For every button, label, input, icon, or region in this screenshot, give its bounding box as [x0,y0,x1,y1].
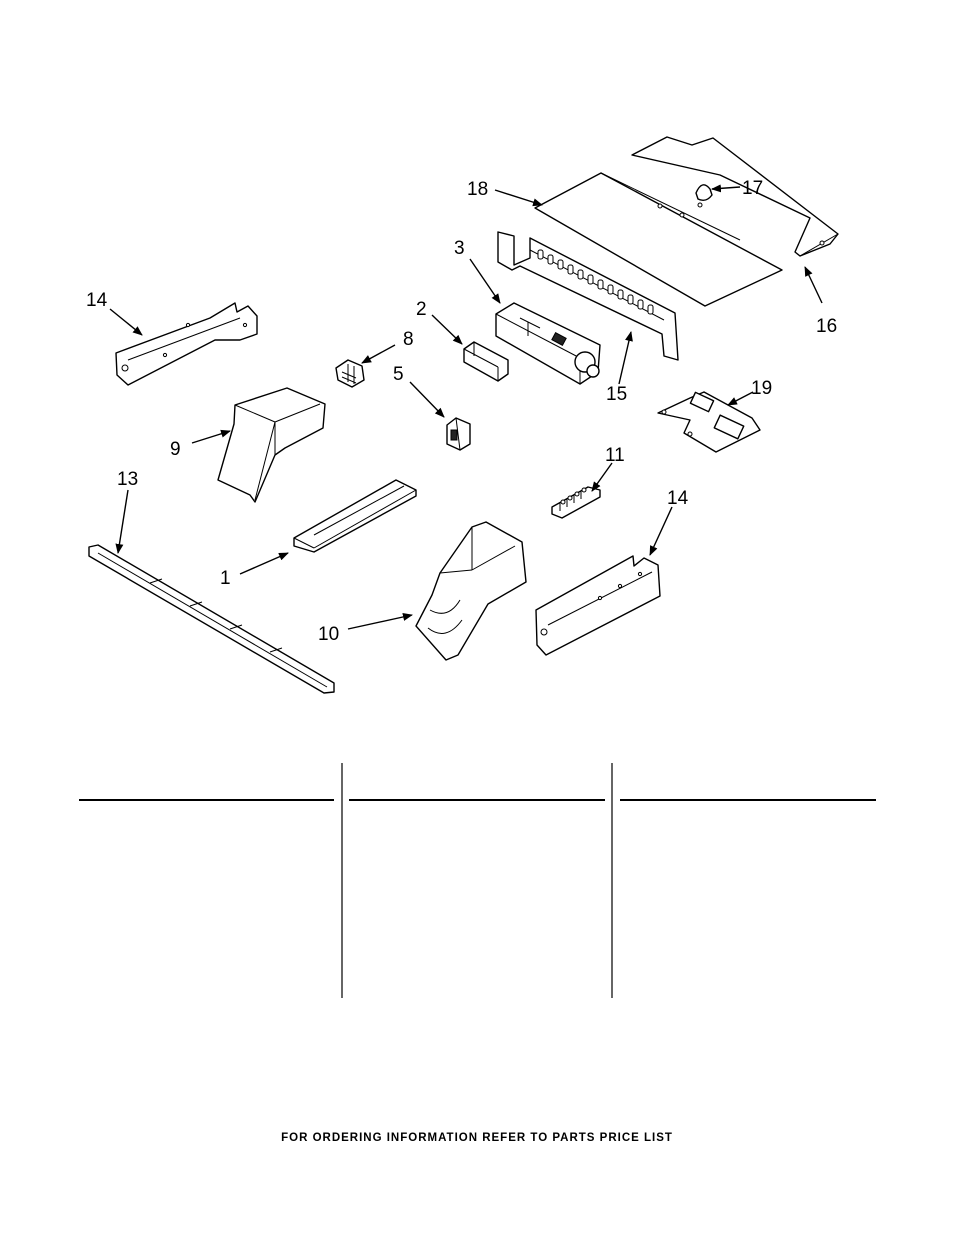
callout-2: 2 [416,299,427,320]
part-5-switch[interactable] [446,417,471,451]
callout-17: 17 [742,178,763,199]
part-18-top-shield[interactable] [534,172,783,307]
parts-table-frame [79,763,876,998]
part-1-rail[interactable] [293,479,417,553]
part-16-cover-panel[interactable] [631,136,839,257]
ordering-info-note: FOR ORDERING INFORMATION REFER TO PARTS … [281,1132,673,1144]
part-15-channel-bracket[interactable] [497,231,679,361]
part-14-right-side-bracket[interactable] [535,555,661,656]
callout-3: 3 [454,238,465,259]
part-8-terminal-block[interactable] [335,359,365,388]
part-13-trim-strip[interactable] [88,544,335,694]
callout-labels: 18 17 16 3 14 2 8 5 15 19 9 11 13 14 1 1… [86,178,837,645]
channel-slots [537,249,654,315]
callout-14-right: 14 [667,488,689,509]
callout-11: 11 [605,445,625,466]
callout-8: 8 [403,329,414,350]
part-9-air-duct[interactable] [217,387,326,503]
part-3-latch-assembly[interactable] [495,302,601,385]
callout-15: 15 [606,384,627,405]
part-11-terminal-strip[interactable] [551,486,601,519]
part-14-left-side-bracket[interactable] [115,302,258,386]
callout-16: 16 [816,316,837,337]
part-2-connector-block[interactable] [463,341,509,382]
callout-9: 9 [170,439,181,460]
part-10-duct-shroud[interactable] [415,521,527,661]
callout-14-left: 14 [86,290,108,311]
part-19-control-board[interactable] [657,391,761,453]
callout-5: 5 [393,364,404,385]
callout-13: 13 [117,469,138,490]
callout-18: 18 [467,179,488,200]
leader-lines [109,184,823,630]
callout-1: 1 [220,568,231,589]
callout-19: 19 [751,378,772,399]
part-17-clip[interactable] [695,184,713,208]
callout-10: 10 [318,624,339,645]
